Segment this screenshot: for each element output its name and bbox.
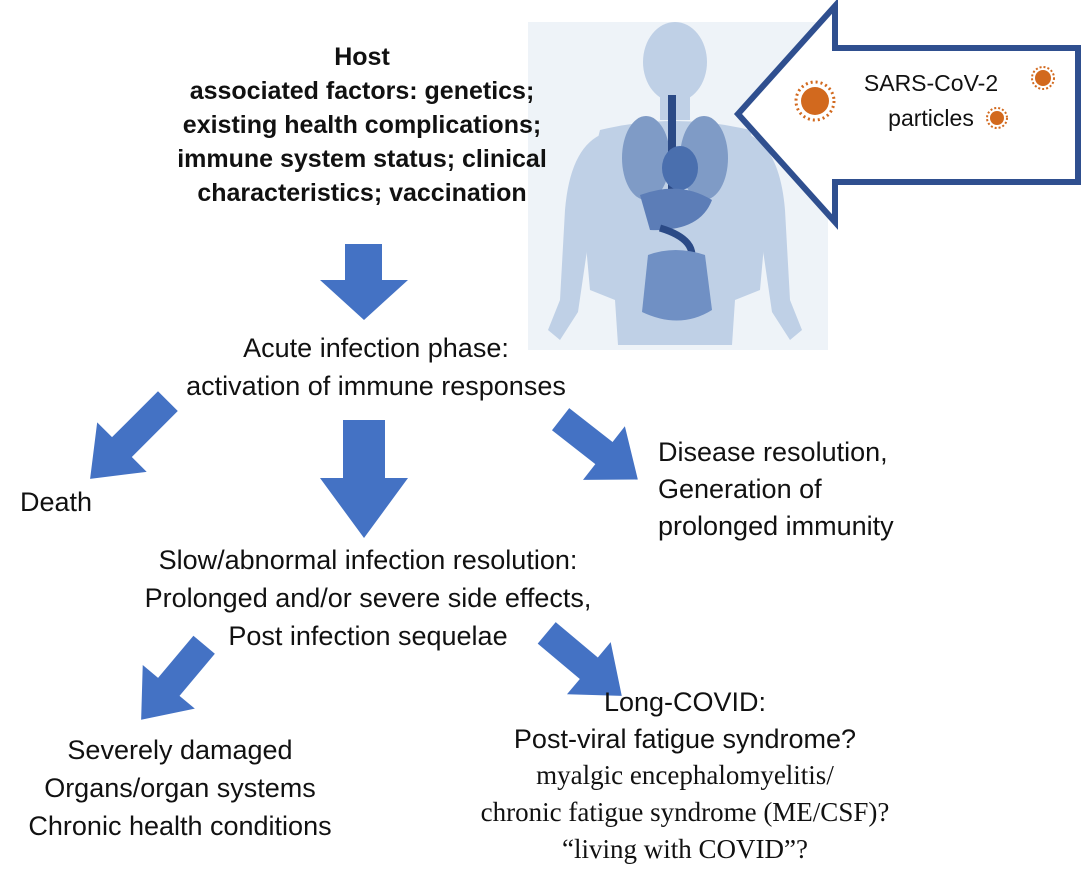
text-line: prolonged immunity bbox=[658, 510, 894, 541]
text-line: Post infection sequelae bbox=[228, 620, 508, 651]
virus-particle-icon bbox=[1031, 66, 1055, 90]
slow-resolution-text: Slow/abnormal infection resolution: Prol… bbox=[98, 542, 638, 655]
virus-callout-text: SARS-CoV-2 particles bbox=[836, 66, 1026, 135]
text-line: “living with COVID”? bbox=[562, 833, 808, 864]
text-line: myalgic encephalomyelitis/ bbox=[536, 760, 834, 791]
virus-particle-icon bbox=[986, 107, 1008, 129]
text-line: Post-viral fatigue syndrome? bbox=[513, 723, 857, 754]
text-line: SARS-CoV-2 bbox=[863, 70, 999, 96]
down-left-arrow-icon bbox=[90, 391, 178, 479]
text-line: activation of immune responses bbox=[186, 370, 566, 401]
text-line: existing health complications; bbox=[182, 111, 542, 139]
down-left-arrow-icon bbox=[141, 635, 215, 720]
virus-particle-icon bbox=[794, 80, 836, 122]
death-text: Death bbox=[6, 486, 106, 518]
down-arrow-icon bbox=[320, 420, 408, 538]
text-line: characteristics; vaccination bbox=[197, 179, 527, 207]
text-line: Disease resolution, bbox=[658, 437, 888, 467]
down-arrow-icon bbox=[320, 244, 408, 320]
text-line: Death bbox=[19, 487, 93, 517]
organ-damage-text: Severely damaged Organs/organ systems Ch… bbox=[10, 732, 350, 845]
long-covid-text: Long-COVID: Post-viral fatigue syndrome?… bbox=[440, 684, 930, 868]
text-line: Chronic health conditions bbox=[28, 810, 332, 841]
text-line: Severely damaged bbox=[67, 735, 293, 765]
text-line: Host bbox=[334, 43, 390, 71]
text-line: Organs/organ systems bbox=[44, 772, 316, 803]
acute-phase-text: Acute infection phase: activation of imm… bbox=[126, 330, 626, 406]
resolution-text: Disease resolution, Generation of prolon… bbox=[658, 434, 958, 545]
text-line: Slow/abnormal infection resolution: bbox=[158, 545, 578, 575]
text-line: Long-COVID: bbox=[603, 687, 767, 717]
text-line: chronic fatigue syndrome (ME/CSF)? bbox=[480, 797, 890, 828]
down-right-arrow-icon bbox=[551, 408, 638, 480]
text-line: associated factors: genetics; bbox=[189, 77, 535, 105]
host-factors-text: Host associated factors: genetics; exist… bbox=[112, 40, 612, 210]
virus-callout-arrow bbox=[733, 0, 1081, 230]
text-line: Generation of bbox=[658, 473, 822, 504]
down-right-arrow-icon bbox=[537, 622, 622, 696]
text-line: immune system status; clinical bbox=[177, 145, 547, 173]
text-line: Acute infection phase: bbox=[243, 333, 509, 363]
text-line: particles bbox=[888, 104, 974, 131]
text-line: Prolonged and/or severe side effects, bbox=[144, 582, 592, 613]
